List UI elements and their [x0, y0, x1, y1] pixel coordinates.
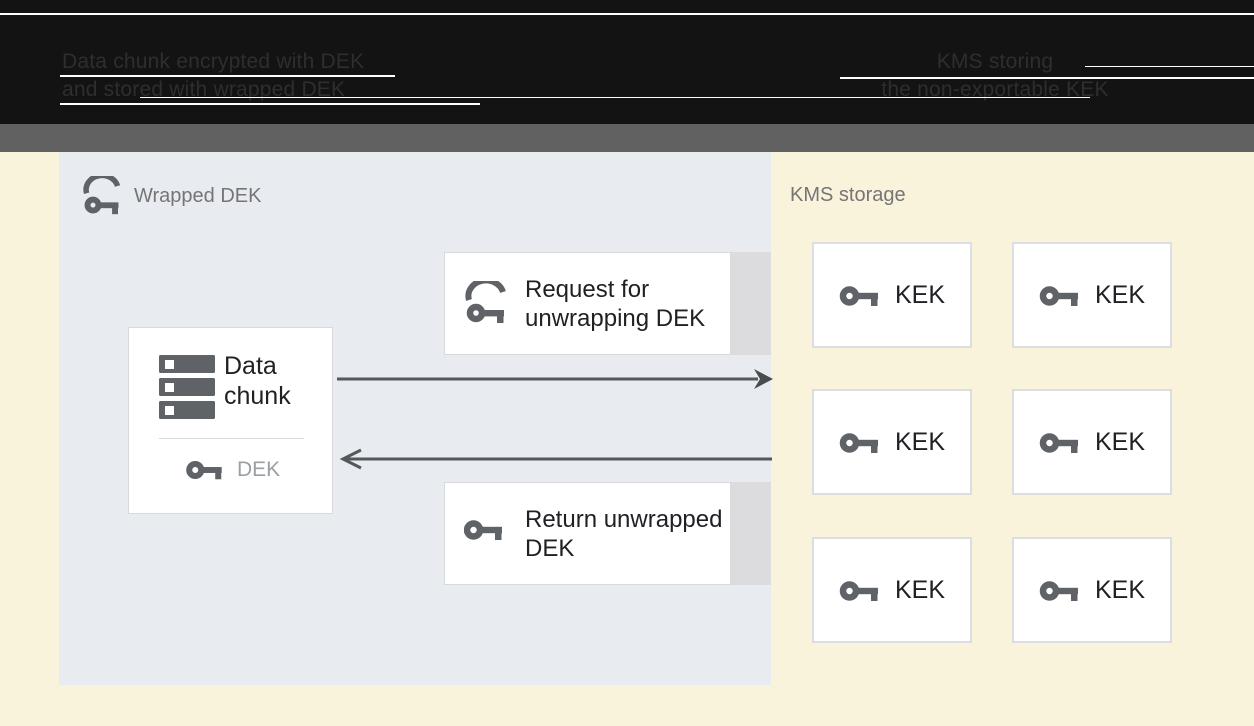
kek-label: KEK	[894, 280, 946, 309]
request-unwrap-label: Request for unwrapping DEK	[525, 276, 706, 332]
key-icon	[1039, 429, 1081, 456]
glitch-line	[140, 97, 1090, 98]
dek-label: DEK	[237, 458, 281, 481]
kek-label: KEK	[1094, 575, 1146, 604]
key-icon	[464, 516, 510, 546]
return-unwrapped-label: Return unwrapped DEK	[525, 506, 723, 562]
left-caption-line1: Data chunk encrypted with DEK	[62, 50, 365, 73]
glitch-line	[60, 103, 480, 105]
key-icon	[1039, 282, 1081, 309]
request-box-shadow	[731, 252, 771, 355]
kms-storage-label: KMS storage	[790, 184, 906, 206]
left-caption-line2: and stored with wrapped DEK	[62, 78, 346, 101]
kek-box: KEK	[812, 389, 972, 495]
key-icon	[839, 577, 881, 604]
wrapped-dek-header: Wrapped DEK	[82, 176, 261, 216]
kek-box: KEK	[1012, 242, 1172, 348]
kek-box: KEK	[812, 242, 972, 348]
glitch-line	[1085, 66, 1254, 67]
request-arrow-right-icon	[337, 369, 773, 389]
kek-label: KEK	[894, 575, 946, 604]
left-caption: Data chunk encrypted with DEK and stored…	[62, 48, 364, 104]
data-chunk-icon	[159, 355, 215, 419]
glitch-line	[0, 13, 1254, 15]
return-arrow-left-icon	[339, 448, 772, 470]
data-chunk-box: Data chunk DEK	[128, 327, 333, 514]
request-unwrap-box: Request for unwrapping DEK	[444, 252, 731, 355]
key-icon	[839, 429, 881, 456]
kek-box: KEK	[1012, 389, 1172, 495]
kek-label: KEK	[1094, 280, 1146, 309]
glitch-line	[60, 75, 395, 77]
return-unwrapped-box: Return unwrapped DEK	[444, 482, 731, 585]
right-caption: KMS storing the non-exportable KEK	[845, 48, 1145, 104]
subheader-band	[0, 124, 1254, 152]
glitch-line	[840, 77, 1254, 79]
header-band: Data chunk encrypted with DEK and stored…	[0, 0, 1254, 124]
key-icon	[839, 282, 881, 309]
right-caption-line1: KMS storing	[936, 50, 1054, 73]
key-icon	[1039, 577, 1081, 604]
kek-label: KEK	[1094, 427, 1146, 456]
wrapped-dek-label: Wrapped DEK	[134, 184, 262, 207]
kek-box: KEK	[812, 537, 972, 643]
kek-box: KEK	[1012, 537, 1172, 643]
key-icon	[185, 457, 225, 483]
kek-label: KEK	[894, 427, 946, 456]
return-box-shadow	[731, 482, 771, 585]
right-caption-line2: the non-exportable KEK	[881, 78, 1109, 101]
wrapped-key-icon	[82, 176, 124, 216]
wrapped-key-icon	[464, 281, 510, 327]
divider	[159, 438, 304, 439]
data-chunk-label: Data chunk	[224, 352, 291, 410]
